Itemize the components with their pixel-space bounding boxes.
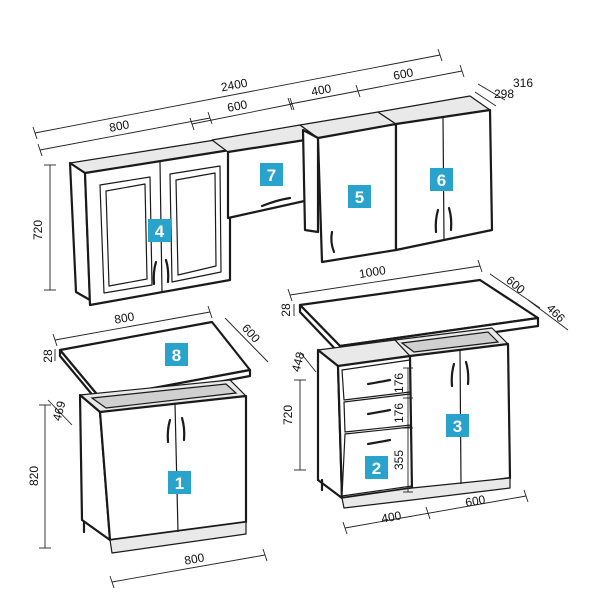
dim-upper-height: 720 [31, 164, 56, 291]
dim-base-door-width-label: 600 [464, 492, 486, 509]
cabinet-4-glass-right-inner [175, 172, 217, 276]
dim-hood-label: 600 [226, 97, 249, 115]
dim-total-width-label: 2400 [220, 76, 249, 95]
dim-base-left-depth: 469 [47, 399, 73, 426]
dim-upper-right: 600 [357, 64, 465, 92]
svg-text:8: 8 [172, 346, 181, 365]
dim-base-right-depth: 448 [289, 350, 317, 373]
module-badge-2: 2 [365, 456, 388, 479]
base-cabinet-1 [78, 379, 248, 554]
dim-counter-large-thickness-label: 28 [279, 303, 293, 317]
drawer-middle-handle [366, 408, 392, 416]
dim-drawer-bottom-label: 355 [392, 450, 406, 470]
module-badge-3: 3 [446, 414, 469, 437]
dim-total-width: 2400 [32, 48, 443, 140]
cabinet-3-handle-left [450, 362, 456, 388]
module-badge-6: 6 [430, 168, 453, 191]
svg-text:2: 2 [372, 459, 381, 478]
dim-counter-small-thickness: 28 [41, 349, 56, 363]
dim-upper-depth: 316 298 [474, 76, 533, 107]
dim-upper-mid-label: 400 [310, 81, 333, 99]
drawer-top-handle [366, 378, 392, 386]
dim-counter-large-width: 1000 [287, 259, 483, 302]
dim-base-right-height-label: 720 [281, 405, 295, 425]
cabinet-5-handle [330, 230, 336, 254]
upper-cabinet-4 [68, 139, 232, 307]
dim-counter-small-thickness-label: 28 [41, 349, 55, 363]
dim-base-left-height-label: 820 [27, 466, 41, 486]
cabinet-1-handle-left [166, 418, 172, 444]
cabinet-4-glass-left-inner [105, 183, 148, 287]
dim-base-left-height: 820 [27, 404, 51, 549]
dim-upper-depth-outer-label: 316 [513, 76, 533, 90]
dim-hood: 600 [189, 97, 295, 131]
cabinet-6-handle-right [447, 206, 453, 232]
dim-upper-left-label: 800 [108, 117, 131, 135]
cabinet-7-handle [260, 196, 292, 208]
dim-counter-small-width-label: 800 [113, 309, 135, 326]
cabinet-1-handle-right [180, 416, 186, 442]
dim-upper-mid: 400 [287, 81, 361, 111]
cabinet-4-handle-left [152, 260, 158, 286]
dim-base-drawer-width-label: 400 [380, 508, 402, 525]
cabinet-right-plinth [341, 477, 511, 509]
dim-upper-depth-inner-label: 298 [494, 87, 514, 101]
module-badge-4: 4 [148, 219, 171, 242]
dim-base-right-depth-label: 448 [289, 350, 308, 373]
cabinet-6-handle-left [434, 208, 440, 234]
dim-counter-large-width-label: 1000 [358, 263, 387, 281]
dim-upper-right-label: 600 [392, 65, 415, 83]
svg-text:7: 7 [267, 166, 276, 185]
base-cabinet-2 [316, 339, 414, 500]
dim-base-left-depth-label: 469 [50, 399, 69, 422]
cabinet-3-top-inner [400, 331, 500, 353]
svg-text:4: 4 [155, 222, 165, 241]
dim-base-right-height: 720 [281, 379, 306, 471]
dim-base-left-width: 800 [109, 548, 268, 589]
dim-counter-large-thickness: 28 [279, 303, 295, 317]
cabinet-5-side [301, 128, 320, 234]
module-badge-5: 5 [348, 185, 371, 208]
cabinet-1-top-inner [90, 383, 238, 409]
dim-counter-small-depth-label: 600 [239, 321, 263, 345]
svg-text:1: 1 [175, 474, 184, 493]
dim-base-right-widths: 400 600 [342, 489, 529, 535]
drawer-bottom-handle [366, 438, 392, 446]
svg-text:5: 5 [355, 188, 364, 207]
dim-base-left-width-label: 800 [183, 550, 205, 567]
dim-upper-height-label: 720 [31, 220, 45, 240]
dim-counter-large-depth-label: 600 [503, 273, 528, 297]
cabinet-1-front [98, 394, 248, 542]
cabinet-3-handle-right [464, 360, 470, 386]
cabinet-4-handle-right [164, 258, 170, 284]
svg-text:3: 3 [453, 417, 462, 436]
module-badge-7: 7 [260, 163, 283, 186]
dim-drawer-top-label: 176 [392, 373, 406, 393]
cabinet-1-plinth [109, 521, 247, 554]
dim-upper-left: 800 [37, 111, 213, 157]
dim-counter-large-side-label: 466 [544, 301, 568, 325]
cabinet-1-door-split [174, 403, 179, 533]
dim-drawer-heights: 176 176 355 [392, 367, 413, 493]
dim-drawer-mid-label: 176 [392, 403, 406, 423]
module-badge-8: 8 [165, 343, 188, 366]
dim-counter-small-width: 800 [52, 305, 213, 347]
module-badge-1: 1 [168, 471, 191, 494]
svg-text:6: 6 [437, 171, 446, 190]
